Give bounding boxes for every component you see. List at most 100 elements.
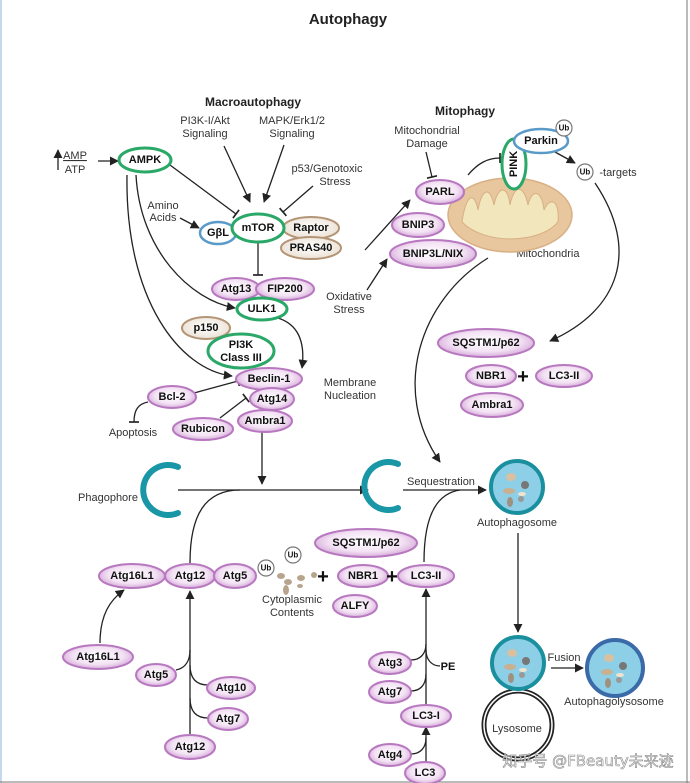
node-shape [235,296,289,322]
node-atg5-top: Atg5 [213,563,257,589]
node-lc3: LC3 [404,761,446,783]
node-label: Bcl-2 [159,391,186,403]
node-shape [368,743,412,767]
node-atg4: Atg4 [368,743,412,767]
node-bnip3: BNIP3 [391,212,445,238]
node-atg13: Atg13 [211,277,261,301]
node-atg7-lc3: Atg7 [368,680,412,704]
label-cytoplasmic: Cytoplasmic [262,594,322,606]
node-shape [230,212,286,244]
node-label: NBR1 [476,370,506,382]
node-atg16l1-top: Atg16L1 [98,563,166,589]
section-macroautophagy: Macroautophagy [205,95,301,109]
node-label: GβL [207,227,229,239]
node-shape [512,127,570,155]
node-label: Atg4 [378,749,403,761]
node-shape [164,734,216,760]
ub-label: Ub [559,124,570,133]
node-label: Atg7 [378,686,402,698]
node-label: PARL [425,186,454,198]
node-parl: PARL [415,179,465,205]
node-shape [337,564,389,588]
node-label: LC3-I [412,710,440,722]
label-p53-2: Stress [319,176,351,188]
node-label: AMPK [129,154,161,166]
node-label: ALFY [341,600,370,612]
node-p150: p150 [181,316,231,340]
node-label: FIP200 [267,283,302,295]
node-atg10: Atg10 [206,676,256,700]
node-label: mTOR [242,222,275,234]
autophagolysosome-vesicle [585,638,645,698]
label-autophagosome: Autophagosome [477,517,557,529]
node-label: BNIP3 [402,219,434,231]
node-bcl2: Bcl-2 [147,385,197,409]
ubiquitin-badge: Ub [284,546,302,564]
node-bnip3l: BNIP3L/NIX [389,239,477,269]
node-shape [404,761,446,783]
watermark: 知乎号 @FBeauty未来迹 [502,752,673,770]
plus-sign: + [517,366,529,388]
node-lc3ii: LC3-II [397,564,455,588]
node-shape [460,392,524,418]
node-label: PRAS40 [290,242,333,254]
fusing-autophagosome-vesicle [490,635,546,691]
node-shape [62,644,134,670]
ub-label: Ub [261,564,272,573]
label-p53: p53/Genotoxic [292,163,363,175]
node-shape [368,651,412,675]
node-label: Atg12 [175,741,206,753]
label-mapk: MAPK/Erk1/2 [259,115,325,127]
label-phagophore: Phagophore [78,492,138,504]
arrows [53,144,620,762]
node-label: Atg16L1 [110,570,153,582]
node-label: Class III [220,352,262,364]
node-label: Ambra1 [472,399,513,411]
node-shape [465,364,517,388]
node-label: PI3K [229,339,254,351]
label-mitochondria: Mitochondria [517,248,581,260]
label-contents: Contents [270,607,315,619]
node-shape [172,417,234,441]
node-ambra1-mito: Ambra1 [460,392,524,418]
phagophore-expanding-shape [361,459,401,513]
node-shape [332,594,378,618]
node-atg3: Atg3 [368,651,412,675]
node-nbr1-mito: NBR1 [465,364,517,388]
label-mito-damage: Mitochondrial [394,125,459,137]
ubiquitin-badge: Ub [257,559,275,577]
node-rubicon: Rubicon [172,417,234,441]
label-atp: ATP [65,164,86,176]
node-label: Ambra1 [245,415,286,427]
ubiquitin-badge: Ub [576,163,594,181]
label-ub-targets: -targets [599,167,637,179]
autophagosome-vesicle [489,459,545,515]
node-label: Atg7 [216,713,240,725]
labels: PI3K-I/Akt Signaling MAPK/Erk1/2 Signali… [63,115,664,708]
node-shape [206,676,256,700]
node-shape [280,236,342,260]
mitochondrion [447,177,573,253]
node-shape [117,146,173,174]
node-nbr1: NBR1 [337,564,389,588]
node-shape [397,564,455,588]
node-label: ULK1 [248,303,277,315]
node-label: Atg16L1 [76,651,119,663]
plus-sign: + [317,566,329,588]
node-lc3i: LC3-I [400,704,452,728]
node-alfy: ALFY [332,594,378,618]
node-label: NBR1 [348,570,378,582]
label-pi3k-akt: PI3K-I/Akt [180,115,230,127]
node-label: Atg5 [144,669,168,681]
node-shape [135,663,177,687]
node-ambra1: Ambra1 [237,409,293,433]
label-mapk-2: Signaling [269,128,314,140]
node-pras40: PRAS40 [280,236,342,260]
label-amino: Amino [147,200,178,212]
node-label: LC3 [415,767,436,779]
node-label: LC3-II [549,370,580,382]
node-atg16l1: Atg16L1 [62,644,134,670]
node-shape [391,212,445,238]
node-atg7: Atg7 [207,707,249,731]
